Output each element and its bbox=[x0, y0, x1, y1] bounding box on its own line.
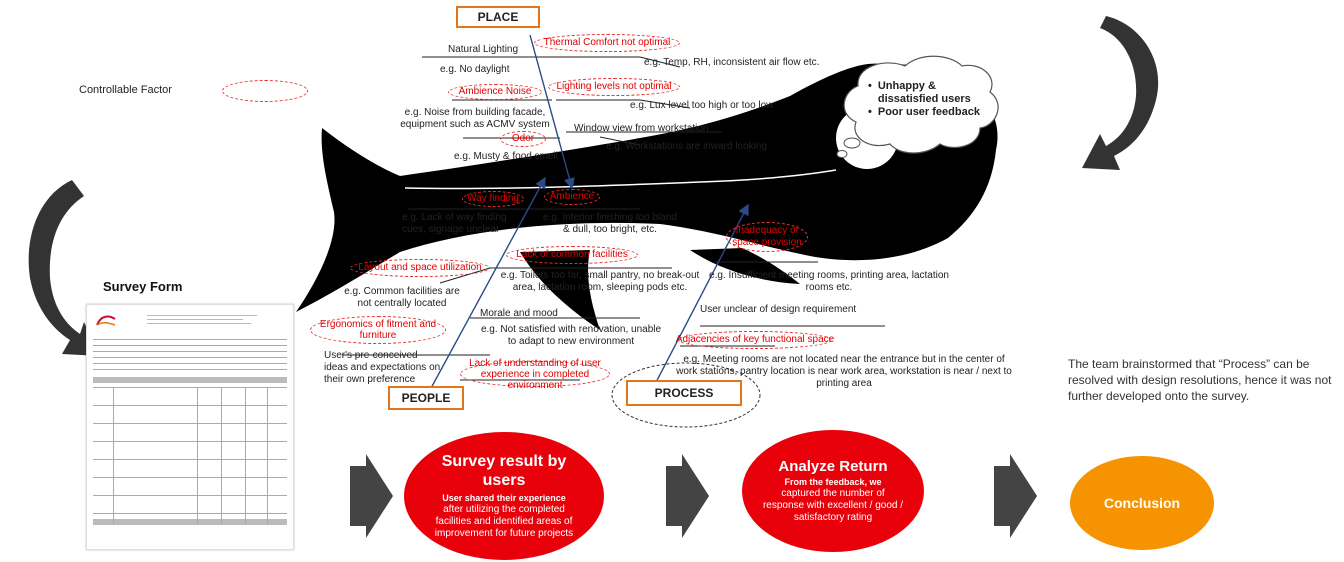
curved-arrow-top-right-icon bbox=[1082, 16, 1159, 170]
survey-result-body: after utilizing the completed facilities… bbox=[434, 504, 574, 539]
label-window-view: Window view from workstation bbox=[574, 123, 709, 134]
label-meeting-rooms-example: e.g. Insufficient meeting rooms, printin… bbox=[709, 270, 949, 293]
oval-layout: Layout and space utilization bbox=[350, 259, 490, 277]
curved-arrow-left-icon bbox=[28, 180, 101, 356]
oval-lighting-levels: Lighting levels not optimal bbox=[548, 78, 680, 96]
step-survey-result: Survey result by users User shared their… bbox=[404, 432, 604, 560]
oval-lack-understanding: Lack of understanding of user experience… bbox=[460, 358, 610, 391]
category-people: PEOPLE bbox=[388, 386, 464, 410]
label-toilets-example: e.g. Toilets too far, small pantry, no b… bbox=[500, 270, 700, 293]
oval-common-facilities: Lack of common facilities bbox=[506, 246, 638, 264]
analyze-body: captured the number of response with exc… bbox=[762, 488, 904, 523]
backbone bbox=[404, 169, 837, 190]
label-common-facilities-example: e.g. Common facilities are not centrally… bbox=[344, 286, 460, 309]
thought-bubble-item: •Poor user feedback bbox=[868, 106, 980, 118]
category-place: PLACE bbox=[456, 6, 540, 28]
label-noise-example: e.g. Noise from building facade, equipme… bbox=[400, 107, 550, 130]
oval-ambience-noise: Ambience Noise bbox=[448, 84, 542, 100]
label-temp-example: e.g. Temp, RH, inconsistent air flow etc… bbox=[644, 57, 820, 68]
block-arrow-1-icon bbox=[350, 454, 393, 538]
block-arrow-3-icon bbox=[994, 454, 1037, 538]
thought-bubble bbox=[836, 55, 999, 158]
label-way-finding-example: e.g. Lack of way finding cues, signage u… bbox=[402, 212, 507, 235]
step-conclusion: Conclusion bbox=[1070, 456, 1214, 550]
conclusion-label: Conclusion bbox=[1103, 495, 1181, 511]
thought-bubble-text: •Unhappy & dissatisfied users •Poor user… bbox=[868, 80, 992, 119]
block-arrow-2-icon bbox=[666, 454, 709, 538]
survey-result-highlight: User shared their experience bbox=[442, 493, 566, 503]
label-interior-example: e.g. Interior finishing too bland & dull… bbox=[543, 212, 677, 235]
oval-adjacencies: Adjacencies of key functional space bbox=[676, 331, 834, 349]
step-analyze-return: Analyze Return From the feedback, we cap… bbox=[742, 430, 924, 552]
label-natural-lighting: Natural Lighting bbox=[448, 44, 519, 55]
process-highlight-ellipse bbox=[611, 362, 761, 428]
label-no-daylight: e.g. No daylight bbox=[440, 64, 510, 75]
analyze-title: Analyze Return bbox=[778, 458, 888, 475]
label-morale: Morale and mood bbox=[480, 308, 558, 319]
thought-bubble-item: •Unhappy & dissatisfied users bbox=[868, 80, 971, 105]
fish-silhouette bbox=[296, 63, 998, 330]
oval-thermal-comfort: Thermal Comfort not optimal bbox=[534, 34, 680, 52]
survey-form-thumbnail bbox=[86, 304, 294, 550]
label-adjacencies-example: e.g. Meeting rooms are not located near … bbox=[676, 354, 1012, 389]
oval-ergonomics: Ergonomics of fitment and furniture bbox=[310, 316, 446, 344]
label-renovation-example: e.g. Not satisfied with renovation, unab… bbox=[480, 324, 662, 347]
oval-ambience: Ambience bbox=[544, 189, 600, 205]
analyze-highlight: From the feedback, we bbox=[784, 477, 882, 487]
process-note: The team brainstormed that “Process” can… bbox=[1068, 357, 1332, 403]
label-workstations-example: e.g. Workstations are inward looking bbox=[606, 141, 768, 152]
legend-dashed-oval bbox=[222, 80, 308, 102]
category-process: PROCESS bbox=[626, 380, 742, 406]
label-lux-example: e.g. Lux level too high or too low bbox=[630, 100, 774, 111]
oval-inadequacy: Inadequacy of space provision bbox=[726, 222, 808, 252]
label-musty-example: e.g. Musty & food smell bbox=[454, 151, 558, 162]
oval-way-finding: Way finding bbox=[462, 191, 524, 207]
survey-result-title: Survey result by users bbox=[441, 453, 567, 489]
label-preconceived: User's pre-conceived ideas and expectati… bbox=[324, 350, 441, 385]
label-design-requirement: User unclear of design requirement bbox=[700, 304, 857, 315]
survey-form-title: Survey Form bbox=[103, 279, 183, 294]
legend-label: Controllable Factor bbox=[79, 84, 172, 96]
oval-odor: Odor bbox=[500, 131, 546, 147]
singhealth-logo bbox=[95, 313, 117, 327]
